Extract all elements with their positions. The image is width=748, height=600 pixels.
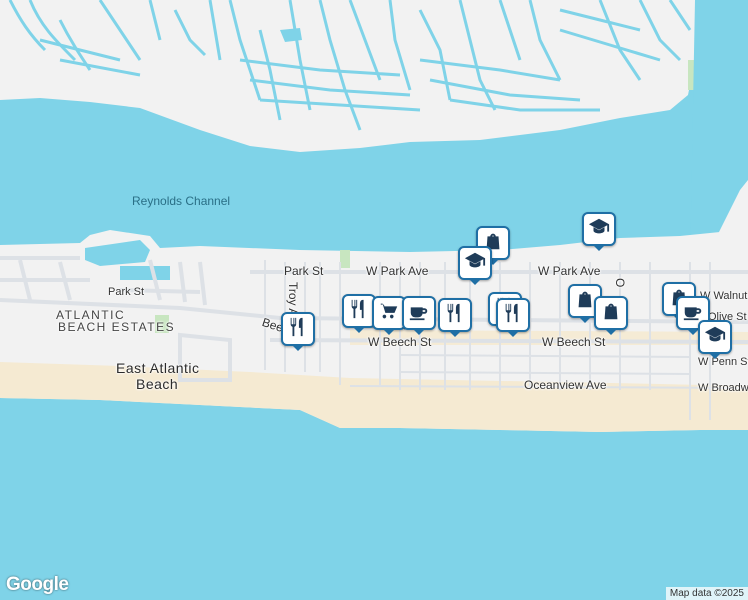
restaurant-icon [502, 302, 524, 328]
shopping-cart-icon [378, 300, 400, 326]
east-atlantic-beach-label-2: Beach [136, 376, 179, 392]
school-icon [464, 250, 486, 276]
atlantic-beach-estates-line-1: ATLANTIC [56, 308, 126, 322]
shopping-bag-icon [574, 288, 596, 314]
restaurant-icon [348, 298, 370, 324]
shopping-bag-icon [482, 230, 504, 256]
shop-pin[interactable] [594, 296, 628, 335]
atlantic-beach-estates-label: ATLANTIC [56, 308, 125, 322]
atlantic-beach-estates-label-2: BEACH ESTATES [58, 320, 175, 334]
o-partial-label: O [613, 278, 627, 288]
shopping-bag-icon [600, 300, 622, 326]
w-park-ave-label-2: W Park Ave [538, 264, 601, 278]
oceanview-ave-label: Oceanview Ave [524, 378, 607, 392]
school-icon [588, 216, 610, 242]
map-attribution[interactable]: Map data ©2025 [665, 587, 748, 600]
restaurant-pin[interactable] [281, 312, 315, 351]
north-land [0, 0, 695, 152]
w-park-ave-label: W Park Ave [366, 264, 429, 278]
w-broadway-label: W Broadw [698, 382, 748, 394]
restaurant-icon [444, 302, 466, 328]
grocery-pin[interactable] [372, 296, 406, 335]
reynolds-channel-label: Reynolds Channel [132, 194, 231, 208]
park-st-west-label: Park St [108, 286, 145, 298]
w-penn-st-label: W Penn St [698, 356, 748, 368]
east-atlantic-beach-label-1: East Atlantic [116, 360, 200, 376]
restaurant-pin[interactable] [342, 294, 376, 333]
google-logo[interactable]: Google [6, 574, 69, 595]
park-st-label: Park St [284, 264, 324, 278]
coffee-icon [408, 300, 430, 326]
cafe-pin[interactable] [402, 296, 436, 335]
coffee-icon [682, 300, 704, 326]
w-walnut-st-label: W Walnut S [700, 290, 748, 302]
w-beech-st-label: W Beech St [368, 335, 432, 349]
atlantic-beach-estates-line-2: BEACH ESTATES [58, 320, 176, 334]
school-pin[interactable] [458, 246, 492, 285]
school-pin[interactable] [582, 212, 616, 251]
restaurant-icon [287, 316, 309, 342]
school-icon [704, 324, 726, 350]
school-pin[interactable] [698, 320, 732, 359]
restaurant-pin[interactable] [438, 298, 472, 337]
w-beech-st-label-2: W Beech St [542, 335, 606, 349]
restaurant-pin[interactable] [496, 298, 530, 337]
